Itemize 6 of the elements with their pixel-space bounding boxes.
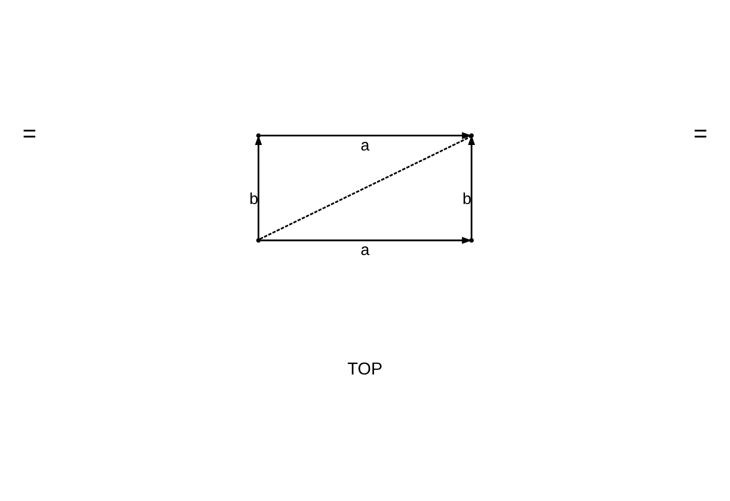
- edge-label: a: [360, 136, 370, 154]
- label: =: [22, 120, 36, 147]
- label: =: [694, 120, 708, 147]
- caption: TOP: [347, 358, 383, 378]
- edge-label: a: [360, 242, 370, 259]
- edge-label: b: [249, 190, 258, 208]
